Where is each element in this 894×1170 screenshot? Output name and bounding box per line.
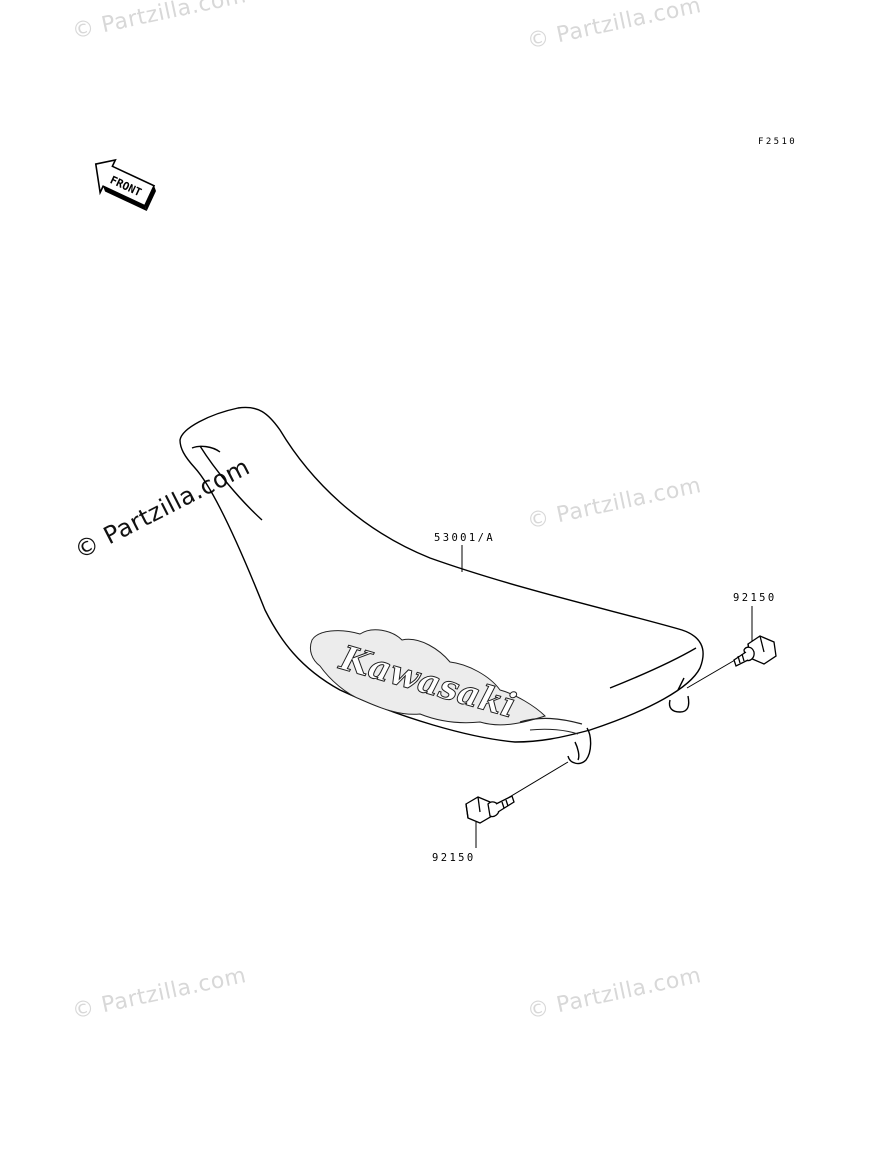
bolt-left (465, 795, 515, 824)
bolt-right (733, 635, 777, 667)
leader-lines (461, 545, 753, 848)
front-direction-arrow-icon: FRONT (94, 158, 157, 211)
seat (179, 406, 704, 765)
callout-seat-label: 53001/A (434, 532, 496, 544)
kawasaki-logo: Kawasaki (309, 629, 583, 735)
figure-code: F2510 (758, 137, 798, 147)
callout-bolt-left-label: 92150 (432, 852, 476, 864)
callout-bolt-right-label: 92150 (733, 592, 777, 604)
